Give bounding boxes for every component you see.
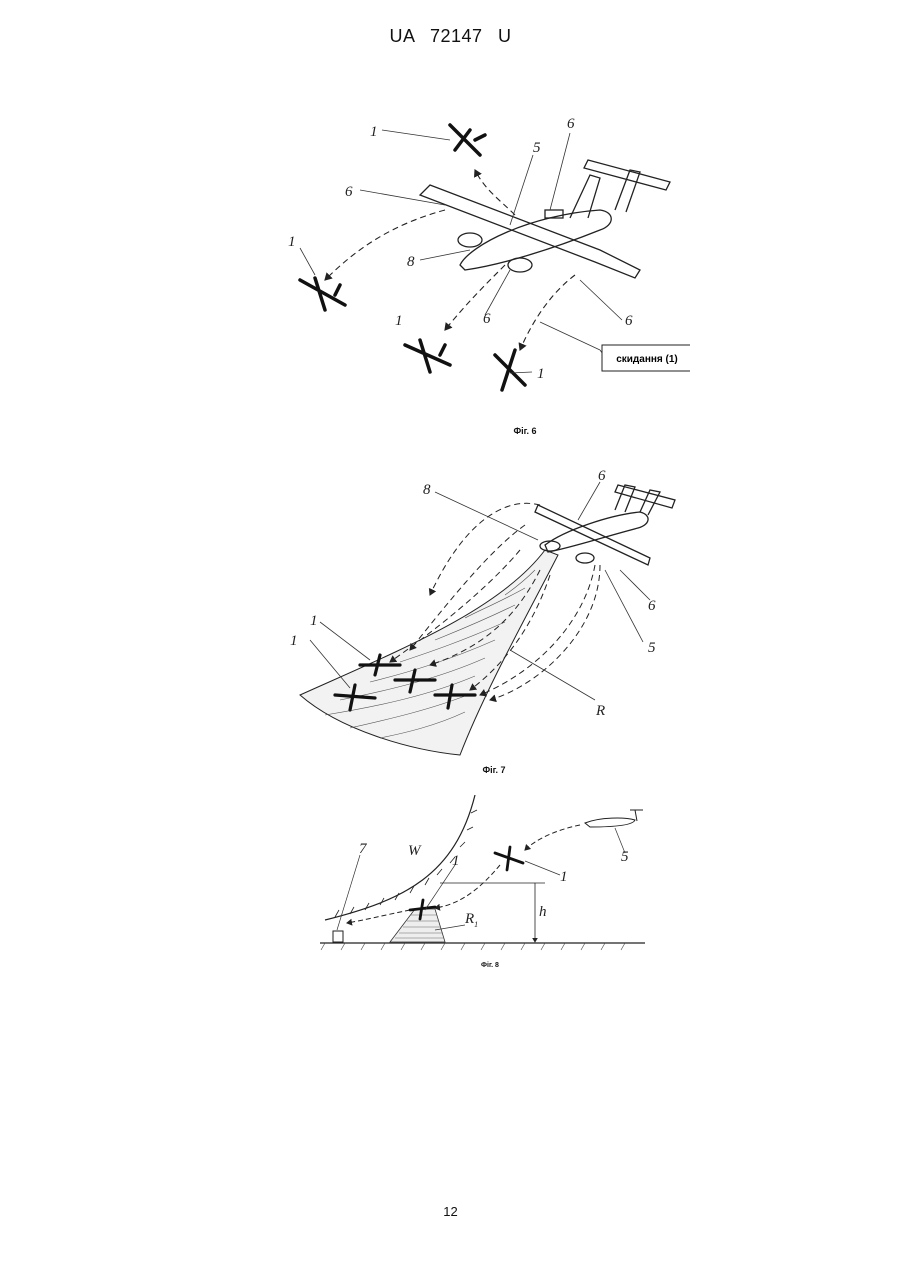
figure-8-caption: Фіг. 8 [470, 962, 510, 969]
label-target: 7 [359, 841, 368, 857]
callout-text: скидання (1) [616, 354, 678, 365]
carrier-aircraft [420, 160, 670, 278]
label-uav-a: 1 [370, 124, 378, 140]
label-uav-a: 1 [560, 869, 568, 885]
label-launcher-c: 6 [483, 311, 491, 327]
label-bay: 8 [423, 482, 431, 498]
label-carrier: 5 [621, 849, 629, 865]
label-zone: R [595, 703, 605, 719]
label-launcher-b: 6 [345, 184, 353, 200]
label-uav-b: 1 [290, 633, 298, 649]
label-launcher-a: 6 [567, 116, 575, 132]
patent-header: UA 72147 U [0, 26, 901, 47]
label-uav-d: 1 [537, 366, 545, 382]
label-wind: W [408, 843, 422, 859]
figure-8-drawing: W 5 1 1 7 h R1 [315, 795, 655, 970]
figure-7-drawing: 8 6 6 5 1 1 R [280, 470, 690, 760]
figure-6-caption: Фіг. 6 [505, 426, 545, 436]
label-launcher-b: 6 [648, 598, 656, 614]
label-uav-b: 1 [452, 853, 460, 869]
label-height: h [539, 904, 547, 920]
label-launcher-a: 6 [598, 470, 606, 484]
page-number: 12 [0, 1204, 901, 1219]
label-uav-b: 1 [288, 234, 296, 250]
label-zone: R1 [464, 911, 478, 929]
label-uav-c: 1 [395, 313, 403, 329]
figure-6-drawing: 1 5 6 6 8 6 6 1 1 1 скидання (1) [270, 100, 690, 430]
label-bay: 8 [407, 254, 415, 270]
label-carrier: 5 [648, 640, 656, 656]
label-launcher-d: 6 [625, 313, 633, 329]
figure-7-caption: Фіг. 7 [474, 765, 514, 775]
label-uav-a: 1 [310, 613, 318, 629]
label-carrier: 5 [533, 140, 541, 156]
